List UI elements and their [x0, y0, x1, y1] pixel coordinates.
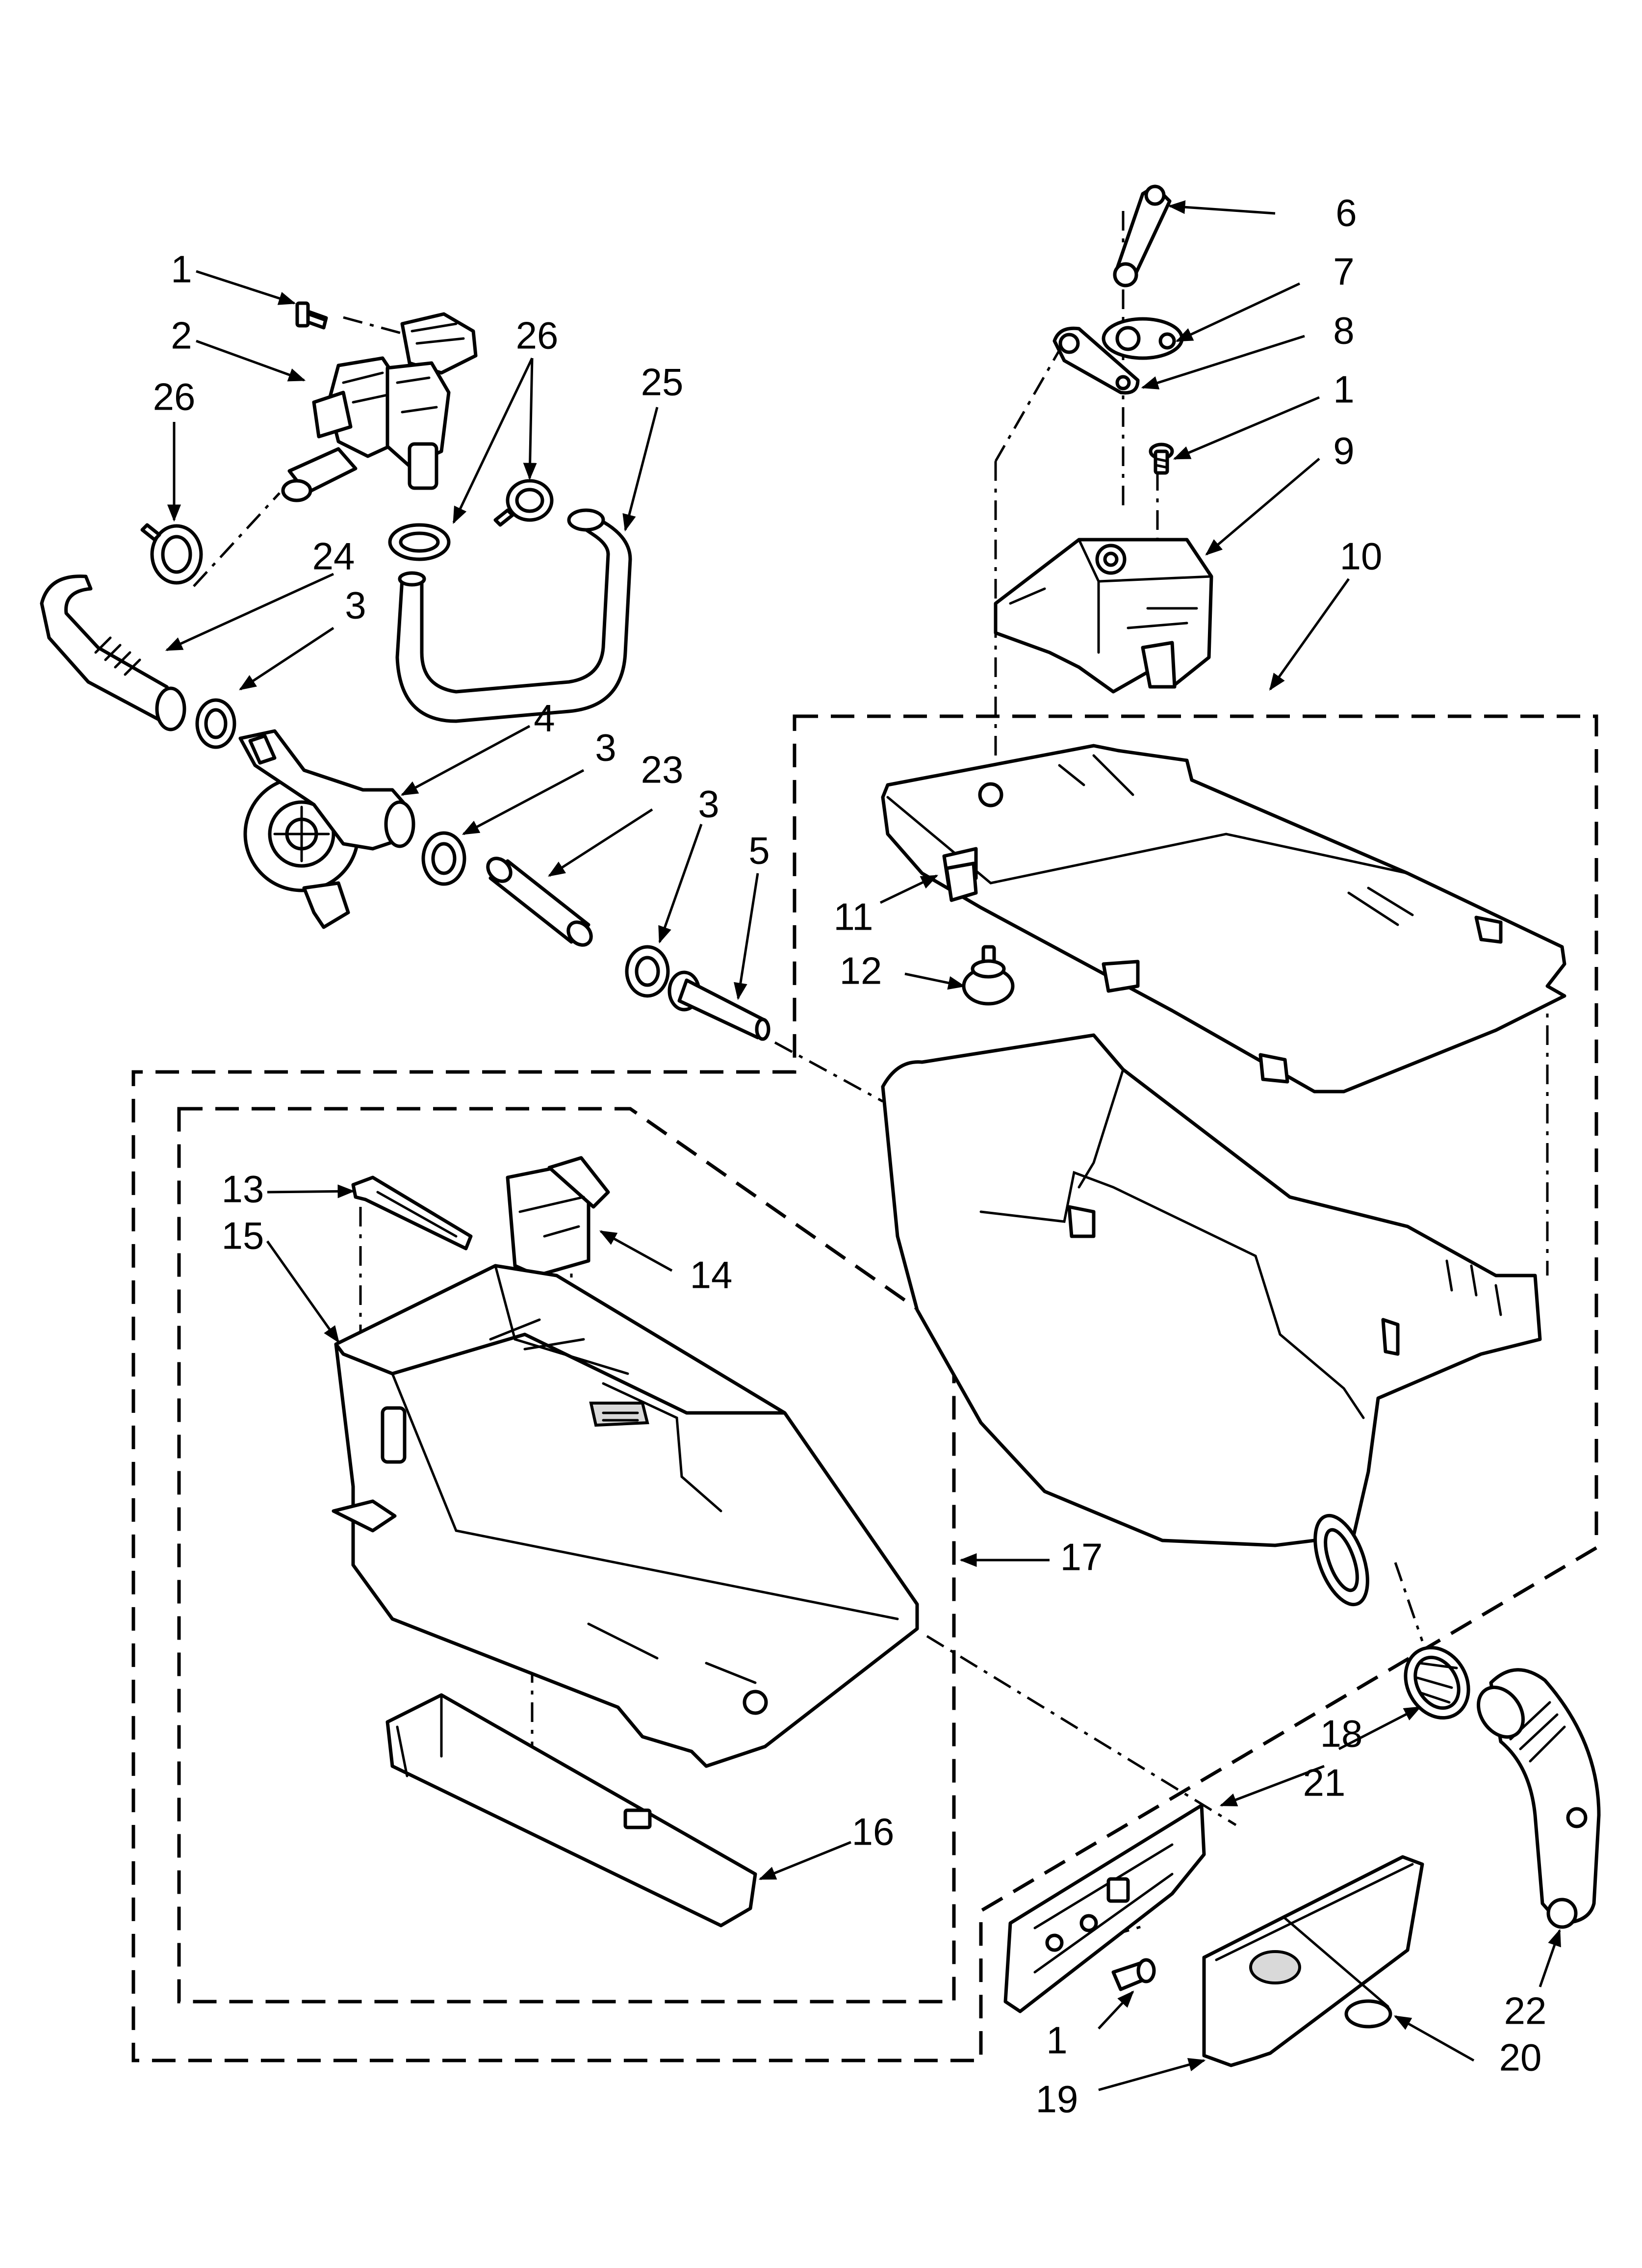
hose-clamp-part-3-a — [195, 698, 236, 749]
callout-14: 14 — [690, 1253, 733, 1297]
assembly-box-17 — [177, 1107, 956, 2004]
callout-18: 18 — [1320, 1712, 1363, 1755]
callout-3-b: 3 — [595, 726, 616, 769]
drain-hose-part-22 — [1477, 1668, 1601, 1929]
actuator-part-9 — [994, 538, 1213, 694]
callout-6: 6 — [1335, 191, 1357, 235]
clip-part-13 — [351, 1175, 473, 1251]
callout-1-top: 1 — [171, 248, 192, 291]
hose-clamp-part-26-left — [140, 523, 203, 585]
callout-1-right: 1 — [1333, 368, 1354, 411]
hose-clamp-part-3-b — [421, 831, 466, 886]
bracket-part-18 — [1003, 1803, 1206, 2013]
callout-13: 13 — [222, 1168, 264, 1211]
callout-21: 21 — [1303, 1761, 1346, 1804]
callout-9: 9 — [1333, 429, 1354, 472]
callout-15: 15 — [222, 1214, 264, 1257]
dispenser-housing-cover — [881, 744, 1566, 1094]
assembly-box-10 — [131, 714, 1598, 2062]
siphon-cap-part-14 — [506, 1156, 610, 1277]
callout-8: 8 — [1333, 309, 1354, 352]
callout-10: 10 — [1340, 535, 1383, 578]
dispenser-drawer-part-15 — [332, 1264, 919, 1768]
callout-group — [165, 200, 1561, 2091]
screw-part-1-bottom — [1111, 1958, 1156, 1991]
screw-part-1-top — [295, 301, 328, 330]
callout-25: 25 — [641, 361, 684, 404]
callout-4: 4 — [534, 697, 555, 740]
callout-20: 20 — [1499, 2036, 1542, 2079]
hose-clamp-part-3-c — [625, 945, 670, 998]
callout-12: 12 — [840, 949, 882, 992]
callout-23: 23 — [641, 748, 684, 791]
badge-part-20 — [1249, 1950, 1392, 2029]
callout-26-mid: 26 — [516, 314, 559, 357]
water-inlet-valve-part-2 — [281, 312, 478, 502]
inlet-hose-part-24 — [40, 574, 186, 731]
callout-22: 22 — [1504, 1989, 1547, 2033]
callout-24: 24 — [312, 535, 355, 578]
callout-17: 17 — [1060, 1536, 1103, 1579]
hose-clamp-part-26-mid — [388, 523, 451, 561]
panel-part-19 — [1202, 1855, 1424, 2067]
callout-3-a: 3 — [345, 584, 366, 627]
callout-3-c: 3 — [698, 782, 719, 826]
drawer-front-part-16 — [385, 1693, 757, 1928]
callout-2: 2 — [171, 314, 192, 357]
tube-part-23 — [486, 857, 593, 947]
siphon-break-part-4 — [238, 729, 415, 929]
hose-clamp-part-26-right — [493, 479, 554, 527]
callout-19: 19 — [1036, 2078, 1078, 2121]
plate-part-8 — [1052, 326, 1140, 395]
callout-1-bottom: 1 — [1046, 2019, 1067, 2062]
fitting-part-5 — [667, 970, 770, 1041]
callout-26-left: 26 — [153, 375, 196, 418]
callout-labels: 1 2 26 26 25 24 3 4 3 23 3 5 6 7 8 1 9 1… — [153, 191, 1547, 2121]
cap-part-12 — [962, 945, 1015, 1006]
seal-ring-part-21 — [1404, 1645, 1470, 1720]
callout-7: 7 — [1333, 250, 1354, 293]
latch-part-11 — [945, 861, 978, 902]
cam-part-7 — [1102, 317, 1184, 360]
lever-part-6 — [1113, 184, 1172, 287]
screw-part-1-right — [1149, 443, 1174, 475]
callout-11: 11 — [834, 895, 873, 938]
callout-16: 16 — [852, 1810, 895, 1853]
hose-part-25 — [395, 508, 632, 723]
dispenser-housing-body — [881, 1033, 1542, 1607]
callout-5: 5 — [748, 829, 770, 872]
